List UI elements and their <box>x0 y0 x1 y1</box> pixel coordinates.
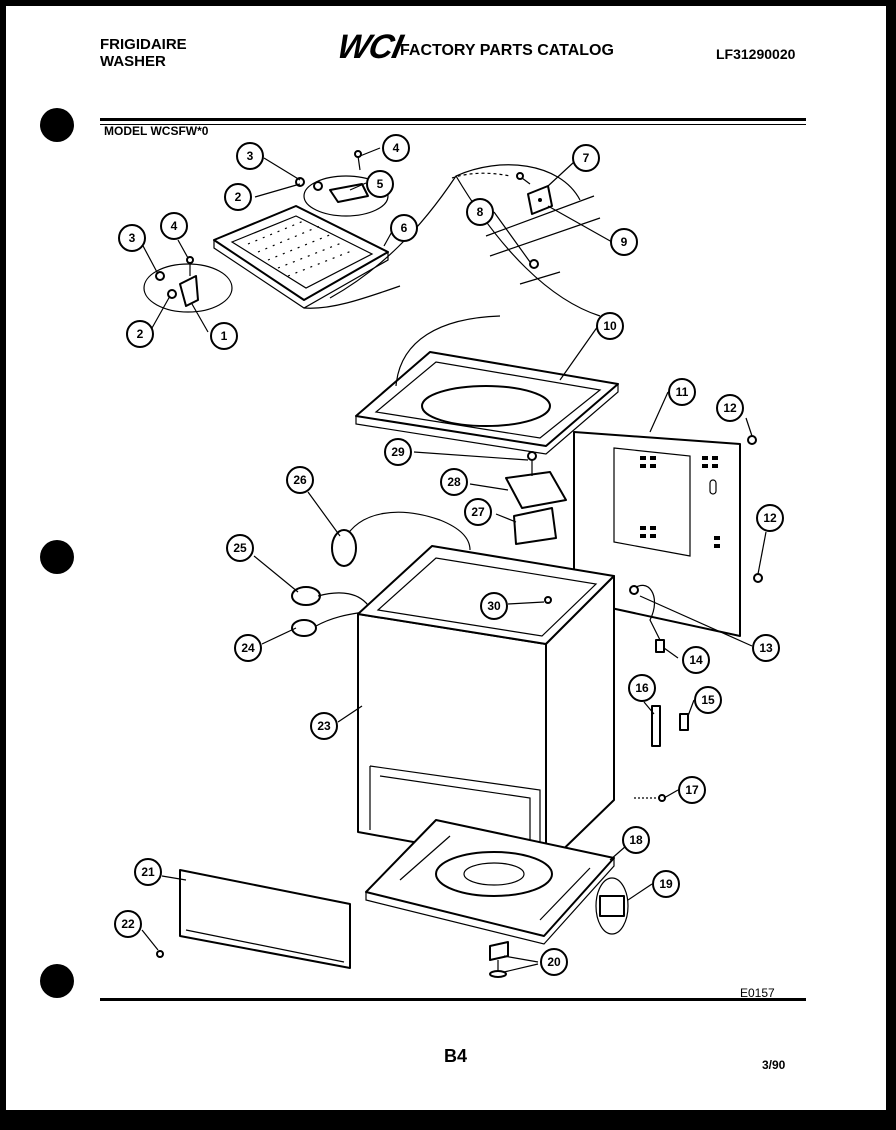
binder-hole-top <box>40 108 74 142</box>
callout-18: 18 <box>622 826 650 854</box>
callout-15: 15 <box>694 686 722 714</box>
small-parts <box>629 584 689 802</box>
model-label: MODEL WCSFW*0 <box>104 124 209 138</box>
footer-rule <box>100 998 806 1001</box>
top-panel <box>355 315 619 455</box>
callout-23: 23 <box>310 712 338 740</box>
svg-text:4: 4 <box>393 141 400 155</box>
svg-text:7: 7 <box>583 151 590 165</box>
svg-text:17: 17 <box>685 783 699 797</box>
callout-22: 22 <box>114 910 142 938</box>
binder-hole-middle <box>40 540 74 574</box>
catalog-title: FACTORY PARTS CATALOG <box>400 42 614 59</box>
svg-text:3: 3 <box>247 149 254 163</box>
callout-5: 5 <box>366 170 394 198</box>
svg-text:28: 28 <box>447 475 461 489</box>
svg-text:2: 2 <box>137 327 144 341</box>
svg-text:8: 8 <box>477 205 484 219</box>
hoses <box>291 511 471 637</box>
callout-7: 7 <box>572 144 600 172</box>
svg-text:20: 20 <box>547 955 561 969</box>
callout-2: 2 <box>126 320 154 348</box>
callout-1: 1 <box>210 322 238 350</box>
svg-text:23: 23 <box>317 719 331 733</box>
svg-text:9: 9 <box>621 235 628 249</box>
svg-text:27: 27 <box>471 505 485 519</box>
svg-text:11: 11 <box>676 385 689 399</box>
page-number: B4 <box>444 1046 468 1066</box>
callout-3: 3 <box>118 224 146 252</box>
callout-26: 26 <box>286 466 314 494</box>
callout-25: 25 <box>226 534 254 562</box>
svg-text:26: 26 <box>293 473 307 487</box>
svg-text:2: 2 <box>235 190 242 204</box>
brand-block: FRIGIDAIRE WASHER <box>100 36 187 70</box>
callout-30: 30 <box>480 592 508 620</box>
svg-text:6: 6 <box>401 221 408 235</box>
callout-8: 8 <box>466 198 494 226</box>
callout-bubbles: 1 2 2 3 3 4 4 5 6 7 8 9 10 11 12 12 13 1… <box>114 134 784 976</box>
callout-12: 12 <box>716 394 744 422</box>
svg-text:24: 24 <box>241 641 255 655</box>
diagram-code: E0157 <box>740 986 775 1000</box>
callout-2: 2 <box>224 183 252 211</box>
svg-text:25: 25 <box>233 541 247 555</box>
svg-text:14: 14 <box>689 653 703 667</box>
header-rule-thick <box>100 118 806 121</box>
catalog-part-number: LF31290020 <box>716 46 796 62</box>
svg-text:5: 5 <box>377 177 384 191</box>
svg-text:21: 21 <box>141 865 155 879</box>
catalog-date: 3/90 <box>762 1058 786 1072</box>
binder-hole-bottom <box>40 964 74 998</box>
svg-text:29: 29 <box>391 445 405 459</box>
callout-10: 10 <box>596 312 624 340</box>
callout-21: 21 <box>134 858 162 886</box>
base-frame <box>365 819 615 945</box>
callout-16: 16 <box>628 674 656 702</box>
svg-text:1: 1 <box>221 329 228 343</box>
lid-assembly <box>143 150 401 313</box>
callout-14: 14 <box>682 646 710 674</box>
svg-text:18: 18 <box>629 833 643 847</box>
back-panel <box>573 431 763 637</box>
callout-24: 24 <box>234 634 262 662</box>
callout-4: 4 <box>160 212 188 240</box>
callout-9: 9 <box>610 228 638 256</box>
svg-text:13: 13 <box>759 641 773 655</box>
product-type: WASHER <box>100 53 166 70</box>
svg-text:12: 12 <box>723 401 737 415</box>
callout-12: 12 <box>756 504 784 532</box>
leveling-parts <box>489 877 629 978</box>
svg-text:12: 12 <box>763 511 777 525</box>
svg-text:19: 19 <box>659 877 673 891</box>
cabinet <box>357 545 615 867</box>
callout-27: 27 <box>464 498 492 526</box>
callout-19: 19 <box>652 870 680 898</box>
callout-28: 28 <box>440 468 468 496</box>
callout-17: 17 <box>678 776 706 804</box>
callout-29: 29 <box>384 438 412 466</box>
svg-text:22: 22 <box>121 917 135 931</box>
callout-4: 4 <box>382 134 410 162</box>
brand-name: FRIGIDAIRE <box>100 36 187 53</box>
svg-text:4: 4 <box>171 219 178 233</box>
svg-text:3: 3 <box>129 231 136 245</box>
svg-text:30: 30 <box>487 599 501 613</box>
front-panel <box>156 869 351 969</box>
callout-3: 3 <box>236 142 264 170</box>
svg-text:16: 16 <box>635 681 649 695</box>
callout-11: 11 <box>668 378 696 406</box>
callout-20: 20 <box>540 948 568 976</box>
header-rule-thin <box>100 124 806 125</box>
svg-text:15: 15 <box>701 693 715 707</box>
timer-assembly <box>505 451 567 545</box>
svg-text:10: 10 <box>603 319 617 333</box>
callout-13: 13 <box>752 634 780 662</box>
callout-6: 6 <box>390 214 418 242</box>
